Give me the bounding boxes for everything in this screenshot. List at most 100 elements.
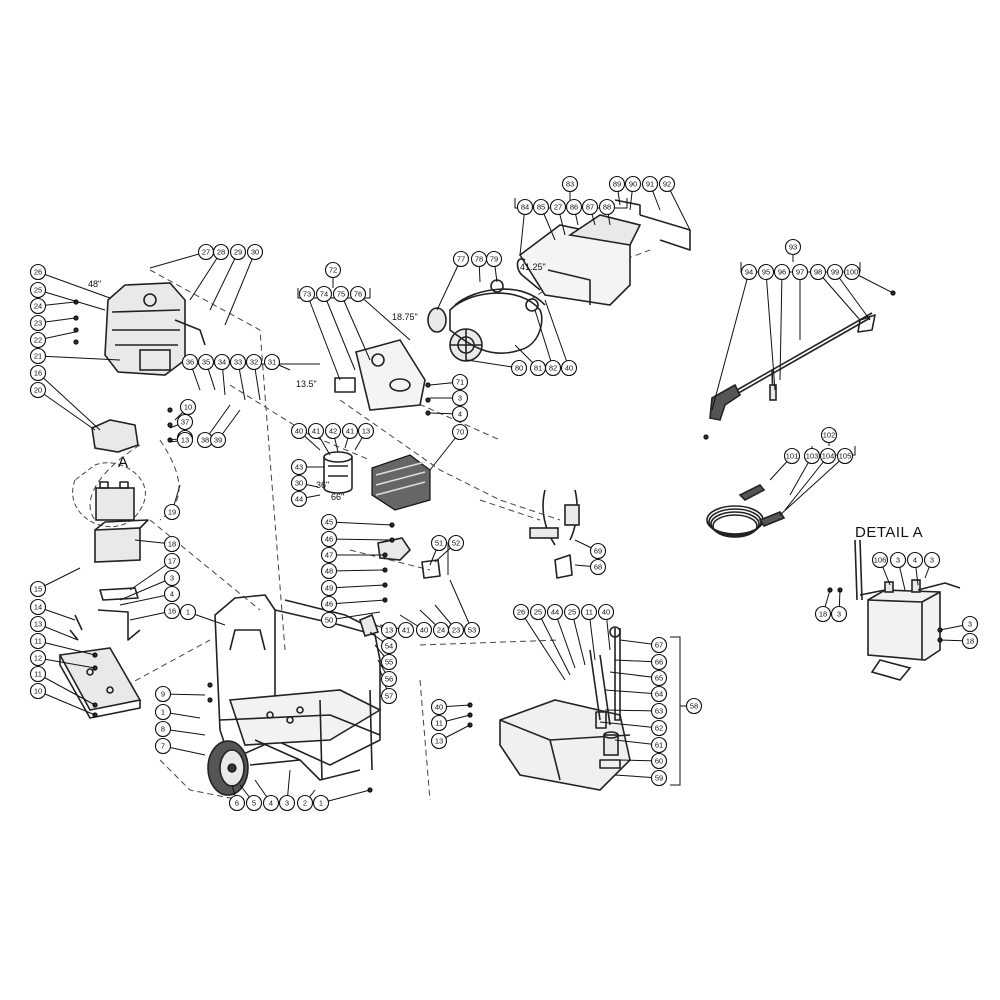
callout-circle [580,603,598,621]
callout-circle [650,636,668,654]
callout-circle [650,653,668,671]
part-callout: 27 [549,198,567,216]
callout-number: 32 [250,358,258,367]
part-callout: 3 [923,551,941,569]
callout-leader-line [436,258,462,311]
part-callout: 94 [740,263,758,281]
part-callout: 105 [836,447,854,465]
part-callout: 57 [380,687,398,705]
callout-circle [447,534,465,552]
callout-leader-line [328,584,386,589]
callout-circle [516,198,534,216]
callout-circle [154,737,172,755]
dimension-label: 36" [316,480,329,490]
callout-circle [783,447,801,465]
callout-circle [296,794,314,812]
callout-number: 50 [325,616,333,625]
part-callout: 23 [29,314,47,332]
callout-number: 44 [551,608,559,617]
detail-a-callout: A [118,454,128,471]
callout-leader-line [604,689,660,695]
dimension-label: 13.5" [296,379,317,389]
part-callout: 104 [819,447,837,465]
callout-circle [685,697,703,715]
part-callout: 20 [29,381,47,399]
callout-circle [229,243,247,261]
callout-circle [589,558,607,576]
callout-circle [430,534,448,552]
callout-circle [560,359,578,377]
callout-circle [430,698,448,716]
callout-circle [512,603,530,621]
callout-circle [415,621,433,639]
callout-leader-line [129,560,173,591]
belt-guard-plate [334,339,426,411]
part-callout: 25 [529,603,547,621]
callout-number: 60 [655,757,663,766]
callout-circle [843,263,861,281]
callout-number: 49 [325,584,333,593]
callout-number: 53 [468,626,476,635]
callout-leader-line [306,293,341,381]
part-callout: 67 [650,636,668,654]
part-callout: 78 [470,250,488,268]
callout-circle [608,175,626,193]
part-callout: 11 [430,714,448,732]
callout-circle [826,263,844,281]
part-callout: 87 [581,198,599,216]
callout-circle [29,297,47,315]
part-callout: 40 [415,621,433,639]
callout-circle [658,175,676,193]
callout-circle [650,719,668,737]
callout-circle [341,422,359,440]
callout-number: 87 [586,203,594,212]
callout-number: 25 [534,608,542,617]
part-callout: 28 [212,243,230,261]
part-callout: 21 [29,347,47,365]
part-callout: 51 [430,534,448,552]
callout-circle [430,714,448,732]
callout-number: 24 [34,302,42,311]
part-callout: 18 [814,605,832,623]
callout-number: 99 [831,268,839,277]
callout-circle [809,263,827,281]
part-callout: 73 [298,285,316,303]
callout-number: 31 [268,358,276,367]
part-callout: 65 [650,669,668,687]
callout-leader-line [765,271,776,391]
callout-number: 69 [594,547,602,556]
part-callout: 5 [245,794,263,812]
callout-number: 8 [161,725,165,734]
callout-number: 17 [168,557,176,566]
part-callout: 24 [432,621,450,639]
callout-circle [245,353,263,371]
callout-circle [154,685,172,703]
callout-number: 13 [385,626,393,635]
fastener-dots [73,299,473,793]
callout-circle [380,653,398,671]
callout-leader-line [189,251,222,301]
callout-circle [561,175,579,193]
part-callout: 14 [29,598,47,616]
callout-circle [312,794,330,812]
callout-leader-line [544,299,570,369]
callout-circle [791,263,809,281]
callout-circle [213,353,231,371]
callout-circle [451,423,469,441]
part-callout: 35 [197,353,215,371]
callout-number: 72 [329,266,337,275]
callout-circle [29,649,47,667]
callout-number: 3 [458,394,462,403]
part-callout: 96 [773,263,791,281]
part-callout: 8 [154,720,172,738]
pressure-switch [377,537,441,579]
part-callout: 13 [176,431,194,449]
callout-number: 19 [168,508,176,517]
callout-circle [871,551,889,569]
callout-number: 30 [295,479,303,488]
callout-circle [380,670,398,688]
callout-number: 14 [34,603,42,612]
callout-circle [320,611,338,629]
callout-number: 7 [161,742,165,751]
part-callout: 88 [598,198,616,216]
